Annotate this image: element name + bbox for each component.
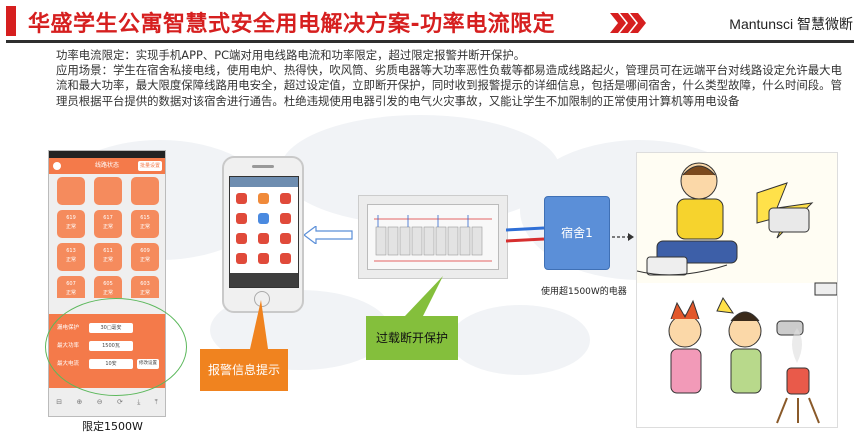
- app-icon: [236, 253, 247, 264]
- room-tile[interactable]: 607 正常: [57, 276, 85, 298]
- room-tile[interactable]: 605 正常: [94, 276, 122, 298]
- room-status: 正常: [139, 257, 150, 263]
- zoom-out-icon[interactable]: ⊖: [96, 398, 103, 406]
- upload-icon[interactable]: ⤒: [154, 397, 158, 406]
- refresh-icon[interactable]: ⟳: [116, 398, 123, 406]
- cartoon-illustration: [636, 152, 838, 428]
- app-status-bar: [49, 151, 165, 158]
- room-tile[interactable]: 611 正常: [94, 243, 122, 271]
- title-divider: [6, 40, 854, 43]
- app-icon: [236, 193, 247, 204]
- app-icon: [280, 193, 291, 204]
- batch-set-button[interactable]: 批量设置: [138, 161, 162, 171]
- app-icon: [258, 233, 269, 244]
- chevron-right-icon: [610, 13, 646, 33]
- room-number: 603: [140, 281, 150, 287]
- description-line-2: 应用场景：学生在宿舍私接电线，使用电炉、热得快，吹风筒、劣质电器等大功率恶性负载…: [56, 63, 842, 108]
- breaker-panel-inner: [367, 204, 499, 270]
- app-icon: [258, 253, 269, 264]
- room-tile[interactable]: 619 正常: [57, 210, 85, 238]
- room-status: 正常: [65, 290, 76, 296]
- room-number: 617: [103, 215, 113, 221]
- app-icon: [258, 213, 269, 224]
- app-icon: [236, 213, 247, 224]
- room-tile[interactable]: [57, 177, 85, 205]
- phone-screen-header: [230, 177, 298, 187]
- phone-nav-bar: [230, 273, 298, 287]
- tool-icon[interactable]: ⊟: [56, 398, 63, 406]
- room-tile[interactable]: 615 正常: [131, 210, 159, 238]
- overload-callout: 过载断开保护: [366, 316, 458, 360]
- power-wires: [506, 226, 545, 243]
- room-number: 619: [66, 215, 76, 221]
- breaker-panel: [358, 195, 508, 279]
- page-title: 华盛学生公寓智慧式安全用电解决方案-功率电流限定: [28, 12, 556, 37]
- highlight-oval: [45, 298, 187, 396]
- app-icon: [280, 213, 291, 224]
- app-icon: [258, 193, 269, 204]
- room-status: 正常: [102, 290, 113, 296]
- room-number: 613: [66, 248, 76, 254]
- title-accent-bar: [6, 6, 16, 36]
- phone-speaker: [252, 165, 274, 168]
- brand-name: Mantunsci 智慧微断: [729, 16, 853, 32]
- limit-label: 限定1500W: [82, 420, 143, 433]
- back-icon[interactable]: [53, 162, 61, 170]
- app-header: 线路状态 批量设置: [49, 158, 165, 174]
- room-tile[interactable]: [131, 177, 159, 205]
- description-block: 功率电流限定：实现手机APP、PC端对用电线路电流和功率限定，超过限定报警并断开…: [56, 48, 846, 109]
- room-tile[interactable]: 609 正常: [131, 243, 159, 271]
- room-status: 正常: [65, 257, 76, 263]
- arrow-left-icon: [304, 226, 353, 244]
- app-header-title: 线路状态: [94, 162, 119, 169]
- alarm-callout: 报警信息提示: [200, 349, 288, 391]
- dash-arrow-icon: [612, 233, 634, 241]
- dorm-room-box: 宿舍1: [544, 196, 610, 270]
- breaker-modules: [374, 215, 492, 262]
- room-number: 609: [140, 248, 150, 254]
- zoom-in-icon[interactable]: ⊕: [76, 398, 83, 406]
- room-number: 615: [140, 215, 150, 221]
- download-icon[interactable]: ⤓: [137, 397, 141, 406]
- room-tile[interactable]: [94, 177, 122, 205]
- room-grid: 619 正常 617 正常 615 正常 613 正常 611 正常 609 正常 607 正常 605 正常…: [49, 174, 165, 298]
- app-icon: [236, 233, 247, 244]
- room-tile[interactable]: 613 正常: [57, 243, 85, 271]
- room-number: 611: [103, 248, 113, 254]
- room-status: 正常: [102, 257, 113, 263]
- description-line-1: 功率电流限定：实现手机APP、PC端对用电线路电流和功率限定，超过限定报警并断开…: [56, 48, 526, 62]
- room-status: 正常: [139, 290, 150, 296]
- room-tile[interactable]: 617 正常: [94, 210, 122, 238]
- phone-home-button: [254, 291, 270, 307]
- room-number: 607: [66, 281, 76, 287]
- electric-hazard-illustration: [636, 153, 838, 427]
- room-status: 正常: [139, 224, 150, 230]
- phone-screen: [229, 176, 299, 288]
- room-number: 605: [103, 281, 113, 287]
- over-power-label: 使用超1500W的电器: [541, 287, 627, 297]
- app-icon: [280, 253, 291, 264]
- smartphone: [222, 156, 304, 313]
- room-status: 正常: [65, 224, 76, 230]
- app-icon: [280, 233, 291, 244]
- room-tile[interactable]: 603 正常: [131, 276, 159, 298]
- room-status: 正常: [102, 224, 113, 230]
